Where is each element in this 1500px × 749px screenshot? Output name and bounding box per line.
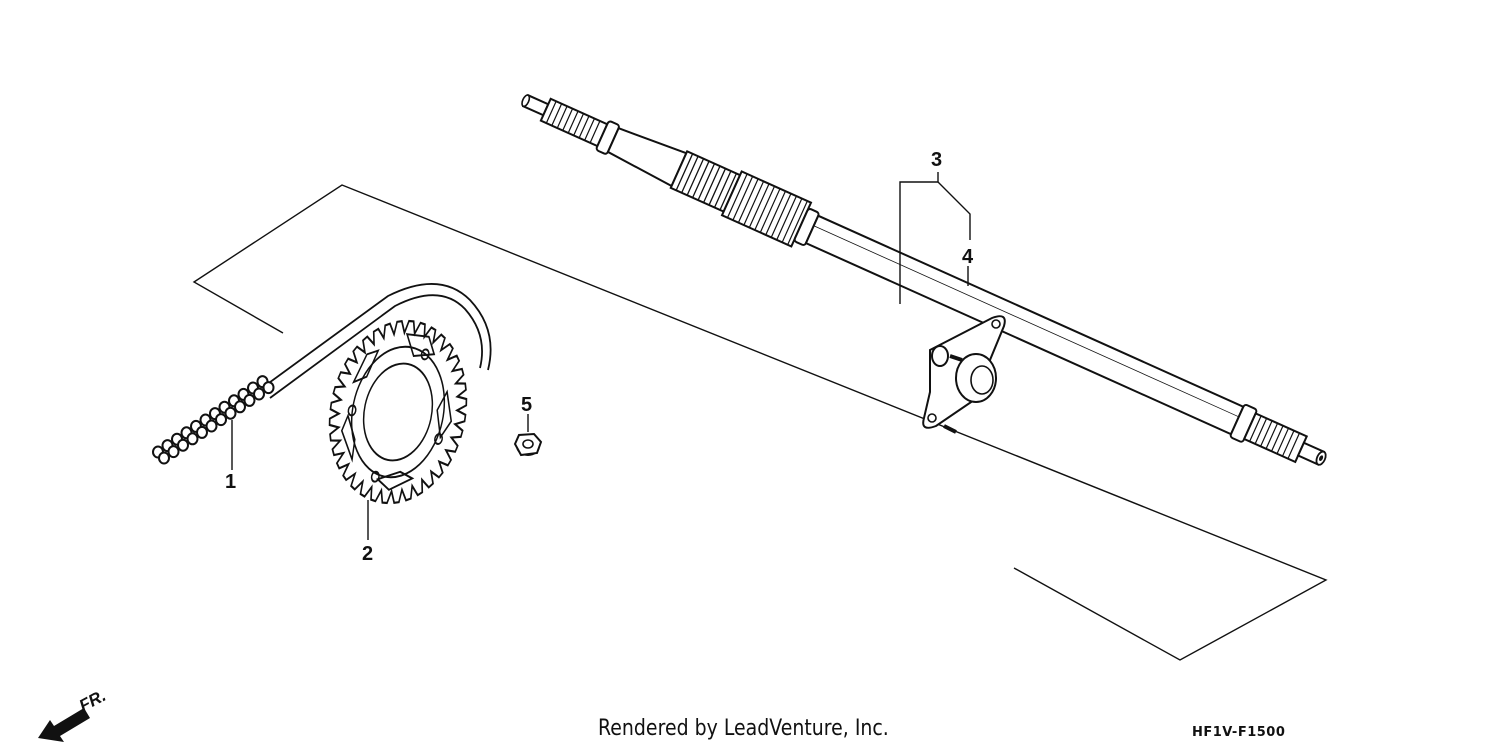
sprocket-hub-flange [922,315,1006,434]
chain-link [234,400,246,414]
callout-chain: 1 [225,471,236,493]
axle-nut [513,432,543,457]
chain-link [253,387,265,401]
chain-link [243,393,256,407]
chain-link [262,381,275,395]
diagram-code: HF1V-F1500 [1192,725,1286,740]
rear-sprocket [328,319,468,505]
assembly-outline [192,184,1328,661]
drive-chain [152,283,492,465]
chain-link [205,419,218,433]
front-direction-arrow-icon [38,708,90,742]
callout-leaders [231,172,971,540]
chain-link [167,445,180,459]
chain-link [186,432,199,446]
callout-axle-assembly: 3 [931,149,942,171]
chain-link [158,451,170,465]
chain-link [224,406,237,420]
callout-nut: 5 [521,394,532,416]
rear-axle [521,93,1327,466]
chain-link [177,438,189,452]
chain-link [215,413,227,427]
callout-sprocket: 2 [362,543,373,565]
footer-credit: Rendered by LeadVenture, Inc. [598,716,889,741]
callout-bolt: 4 [962,246,974,268]
chain-link [196,425,208,439]
